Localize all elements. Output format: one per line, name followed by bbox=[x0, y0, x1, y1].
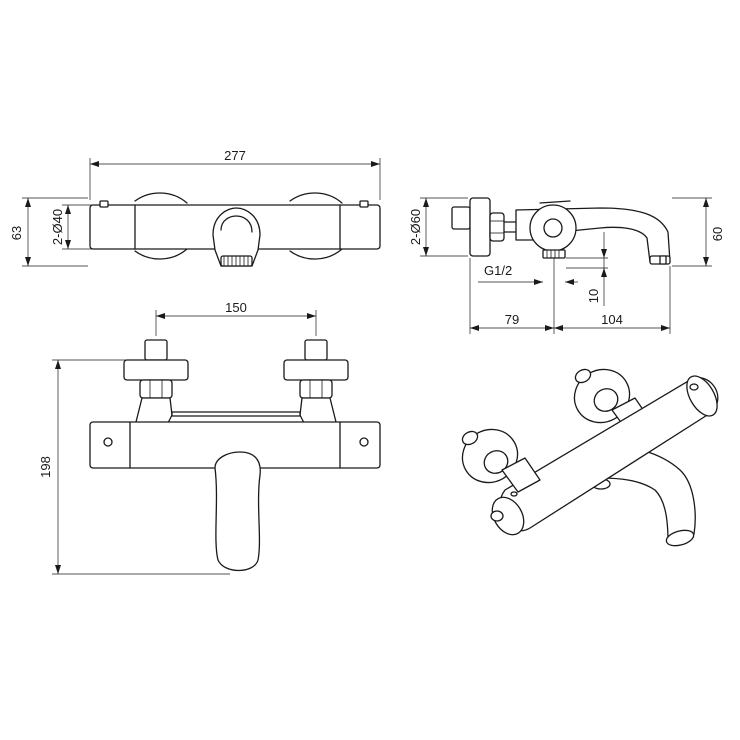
dim-side-left: 79 bbox=[505, 312, 519, 327]
dim-top-height: 63 bbox=[9, 226, 24, 240]
front-view bbox=[52, 310, 381, 575]
dim-side-height: 60 bbox=[710, 227, 725, 241]
dim-thread: G1/2 bbox=[484, 263, 512, 278]
dim-side-right: 104 bbox=[601, 312, 623, 327]
dim-center-distance: 150 bbox=[225, 300, 247, 315]
side-view bbox=[420, 197, 712, 334]
dim-top-diameter: 2-Ø40 bbox=[50, 209, 65, 245]
top-view bbox=[22, 158, 381, 267]
dimension-labels: 277 63 2-Ø40 2-Ø60 60 G1/2 10 79 104 150… bbox=[9, 148, 725, 478]
dim-side-diameter: 2-Ø60 bbox=[408, 209, 423, 245]
dim-top-width: 277 bbox=[224, 148, 246, 163]
dim-front-height: 198 bbox=[38, 456, 53, 478]
dim-offset: 10 bbox=[586, 289, 601, 303]
isometric-view bbox=[461, 368, 719, 547]
